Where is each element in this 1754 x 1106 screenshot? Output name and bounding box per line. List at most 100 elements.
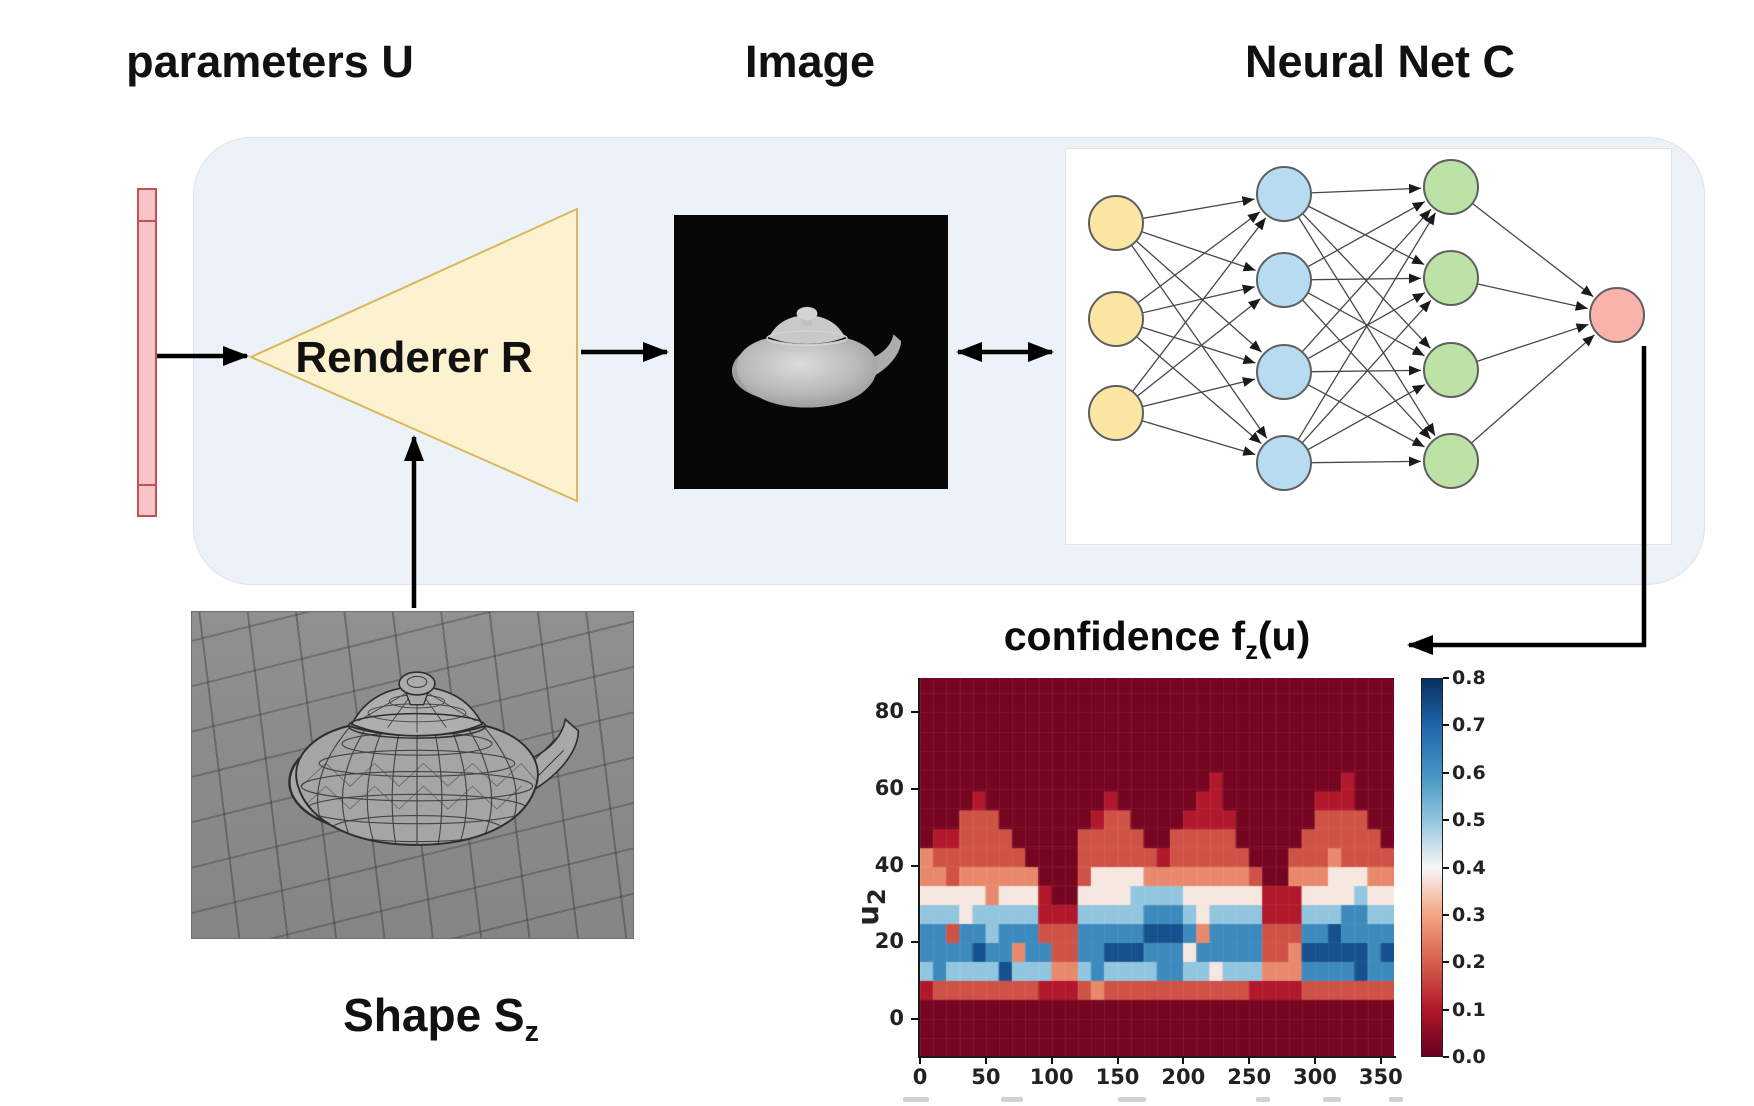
nn-node-input xyxy=(1088,291,1144,347)
clipped-text-mark xyxy=(1001,1097,1023,1102)
nn-edge xyxy=(1470,334,1595,444)
ytick-label: 20 xyxy=(874,929,904,954)
nn-edge xyxy=(1130,244,1268,439)
xtick-label: 150 xyxy=(1095,1065,1140,1089)
nn-edge xyxy=(1141,420,1256,456)
dash-label xyxy=(984,1057,987,1064)
dash-label xyxy=(911,711,919,714)
cbtick-label: 0.0 xyxy=(1452,1046,1486,1068)
rendered-image xyxy=(674,215,948,489)
shape-label-subscript: z xyxy=(524,1016,539,1049)
clipped-text-mark xyxy=(1256,1097,1270,1102)
dash-label xyxy=(1443,961,1449,964)
nn-edge xyxy=(1297,212,1437,441)
dash-label xyxy=(919,1057,921,1064)
nn-node-input xyxy=(1088,385,1144,441)
ytick-label: 60 xyxy=(874,776,904,801)
nn-node-hidden1 xyxy=(1256,344,1312,400)
dash-label xyxy=(1443,819,1449,822)
nn-node-hidden2 xyxy=(1423,342,1479,398)
ytick-label: 0 xyxy=(889,1005,904,1030)
ytick-label: 80 xyxy=(874,699,904,724)
nn-node-hidden2 xyxy=(1423,159,1479,215)
nn-edge xyxy=(1301,299,1432,444)
nn-edge xyxy=(1310,456,1422,467)
y-axis-label-subscript: 2 xyxy=(862,888,891,906)
nn-edge xyxy=(1310,183,1422,194)
nn-edge xyxy=(1307,384,1426,451)
dash-label xyxy=(1443,866,1449,869)
nn-edge xyxy=(1310,273,1422,284)
xtick-label: 300 xyxy=(1293,1065,1337,1089)
confidence-title-suffix: (u) xyxy=(1257,613,1311,659)
confidence-title-subscript: z xyxy=(1245,637,1258,666)
bar-divider xyxy=(139,220,155,222)
confidence-title: confidence fz(u) xyxy=(920,613,1394,666)
nn-edge xyxy=(1141,326,1256,365)
bar-divider xyxy=(139,484,155,486)
nn-edge xyxy=(1477,283,1588,311)
dash-label xyxy=(1443,1008,1449,1011)
shape-wireframe-image xyxy=(191,611,634,939)
y-axis-spine xyxy=(918,678,920,1058)
dash-label xyxy=(1443,724,1449,727)
clipped-text-mark xyxy=(903,1097,929,1102)
nn-edge xyxy=(1142,196,1255,220)
cbtick-label: 0.6 xyxy=(1452,761,1486,784)
renderer-label: Renderer R xyxy=(295,333,533,382)
shape-label: Shape Sz xyxy=(291,988,591,1049)
xtick-label: 350 xyxy=(1358,1065,1403,1089)
nn-edge xyxy=(1142,377,1256,408)
shape-label-text: Shape S xyxy=(343,989,525,1041)
nn-node-output xyxy=(1589,287,1645,343)
dash-label xyxy=(1443,771,1449,774)
y-axis-label: u2 xyxy=(851,884,891,930)
neural-net-label: Neural Net C xyxy=(1244,36,1516,87)
nn-edge xyxy=(1131,217,1267,392)
cbtick-label: 0.1 xyxy=(1452,998,1486,1021)
nn-edge xyxy=(1476,323,1589,363)
ytick-label: 40 xyxy=(874,852,904,877)
nn-node-hidden2 xyxy=(1423,433,1479,489)
dash-label xyxy=(1379,1057,1382,1064)
dash-label xyxy=(1443,1056,1449,1058)
dash-label xyxy=(1443,913,1449,916)
nn-edge xyxy=(1135,240,1262,353)
dash-label xyxy=(1182,1057,1185,1064)
cbtick-label: 0.3 xyxy=(1452,903,1486,926)
dash-label xyxy=(911,864,919,867)
cbtick-label: 0.5 xyxy=(1452,809,1486,832)
nn-node-hidden1 xyxy=(1256,435,1312,491)
nn-edge xyxy=(1136,336,1262,444)
dash-label xyxy=(911,941,919,944)
nn-edge xyxy=(1141,231,1256,272)
xtick-label: 100 xyxy=(1029,1065,1074,1089)
teapot-render-graphic xyxy=(732,306,902,408)
nn-node-hidden1 xyxy=(1256,166,1312,222)
xtick-label: 250 xyxy=(1227,1065,1272,1089)
xtick-label: 0 xyxy=(912,1065,928,1089)
neural-net-graphic xyxy=(1088,159,1645,491)
dash-label xyxy=(1050,1057,1053,1064)
nn-edge xyxy=(1307,292,1425,357)
confidence-title-text: confidence f xyxy=(1003,613,1246,659)
clipped-text-mark xyxy=(1118,1097,1146,1102)
confidence-heatmap xyxy=(920,678,1394,1057)
nn-edge xyxy=(1137,211,1261,304)
image-label: Image xyxy=(744,36,876,87)
y-axis-label-text: u xyxy=(851,905,885,926)
parameters-u-label: parameters U xyxy=(126,36,414,87)
cbtick-label: 0.8 xyxy=(1452,667,1486,689)
dash-label xyxy=(1443,677,1449,679)
dash-label xyxy=(1314,1057,1316,1064)
colorbar xyxy=(1421,678,1443,1057)
nn-edge xyxy=(1307,205,1425,266)
nn-node-hidden2 xyxy=(1423,250,1479,306)
neural-net-panel xyxy=(1065,148,1672,545)
cbtick-label: 0.7 xyxy=(1452,714,1486,737)
nn-edge xyxy=(1307,201,1426,268)
nn-edge xyxy=(1307,292,1426,360)
x-axis-spine xyxy=(918,1056,1396,1058)
dash-label xyxy=(1116,1057,1119,1064)
